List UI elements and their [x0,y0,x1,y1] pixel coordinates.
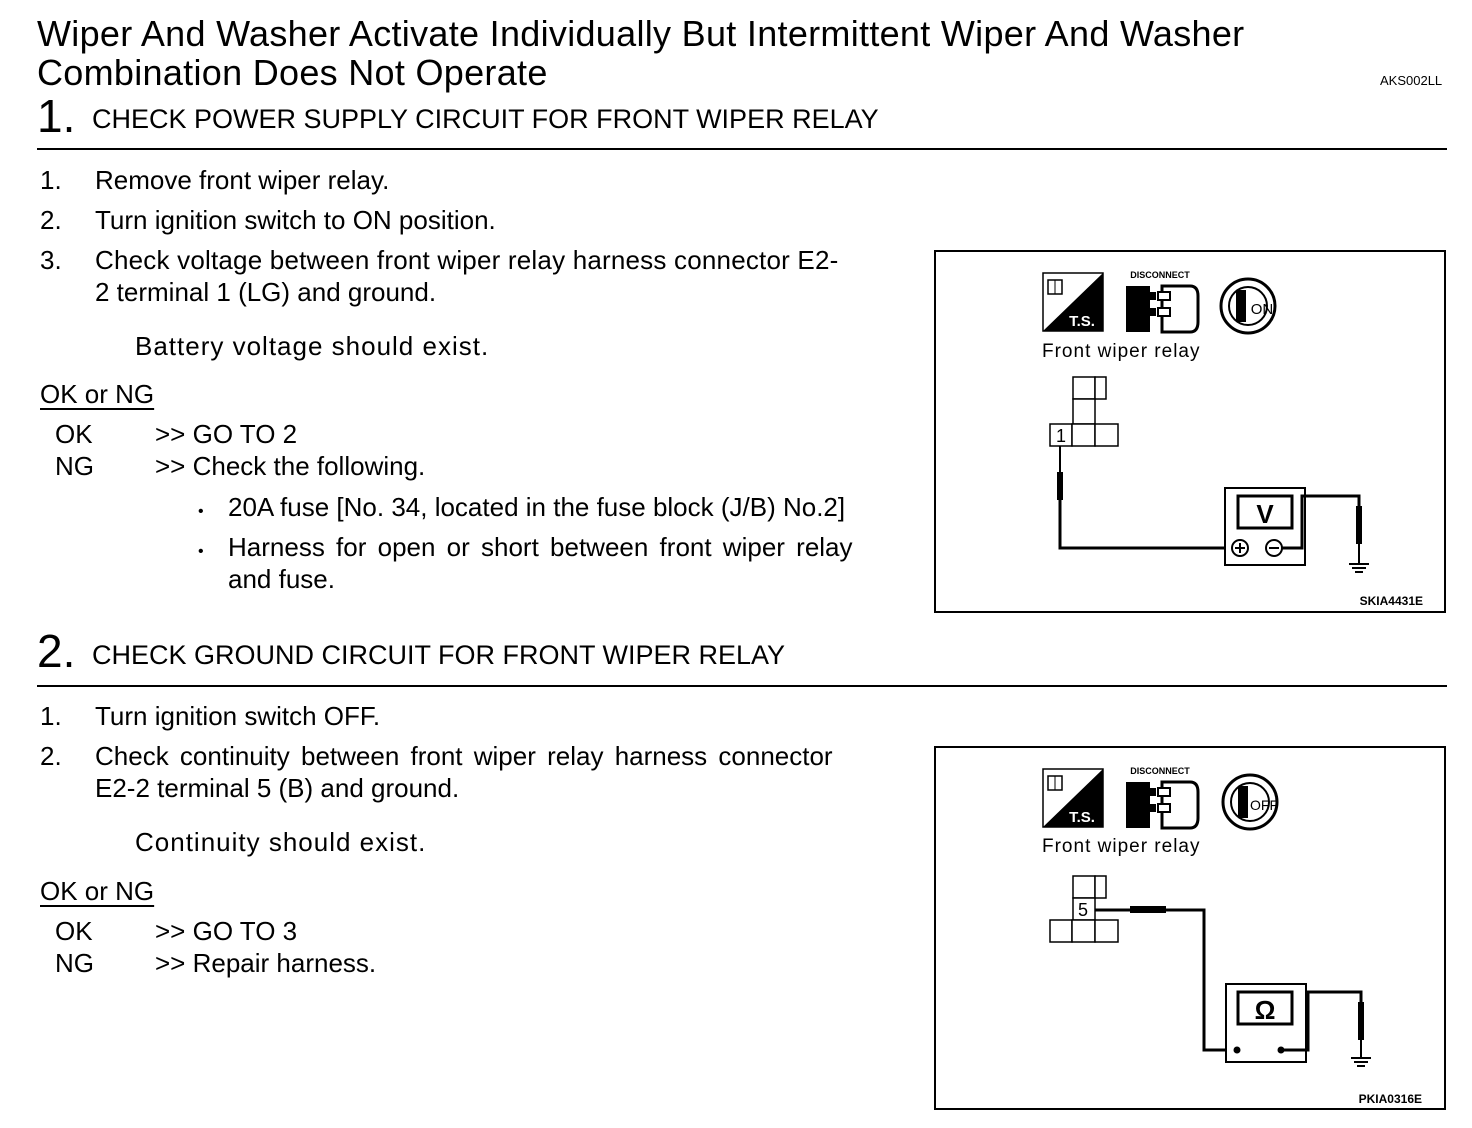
meter-symbol: V [1256,499,1274,529]
s1-ng-label: NG [55,451,94,481]
figure-code: SKIA4431E [1360,594,1423,608]
s2-spec: Continuity should exist. [135,827,427,857]
disconnect-icon: DISCONNECT [1126,766,1200,830]
s2-step-2-text-line1: Check continuity between front wiper rel… [95,741,833,771]
s1-step-3-text-line1: Check voltage between front wiper relay … [95,245,839,275]
s1-spec: Battery voltage should exist. [135,331,490,361]
s2-ok-label: OK [55,916,93,946]
s2-step-2-num: 2. [40,741,62,771]
s2-ok-action: >> GO TO 3 [155,916,298,946]
figure-code: PKIA0316E [1359,1092,1422,1106]
disconnect-label: DISCONNECT [1130,270,1190,280]
disconnect-icon: DISCONNECT [1126,270,1200,334]
s2-step-1-num: 1. [40,701,62,731]
component-label: Front wiper relay [1042,836,1201,857]
s1-step-1-text: Remove front wiper relay. [95,165,390,195]
doc-code: AKS002LL [1380,73,1443,88]
disconnect-label: DISCONNECT [1130,766,1190,776]
s1-step-2-text: Turn ignition switch to ON position. [95,205,496,235]
s1-bullet-1-text: 20A fuse [No. 34, located in the fuse bl… [228,492,846,522]
ts-label: T.S. [1069,313,1095,330]
s2-ok-ng-label: OK or NG [40,876,155,906]
bullet-dot: • [198,543,204,560]
s2-ng-action: >> Repair harness. [155,948,377,978]
s1-ng-action: >> Check the following. [155,451,426,481]
ignition-key-on-icon: ON [1219,277,1277,335]
section-2-divider [37,685,1447,687]
s2-step-2-text-line2: E2-2 terminal 5 (B) and ground. [95,773,460,803]
s2-ng-label: NG [55,948,94,978]
s1-bullet-2-text-line2: and fuse. [228,564,335,594]
ground-icon [1351,1040,1371,1067]
ignition-key-off-icon: OFF [1221,773,1279,831]
ts-icon: T.S. [1042,272,1104,332]
s1-ok-label: OK [55,419,93,449]
ground-icon [1349,544,1369,573]
figure-continuity-check: T.S. DISCONNECT OFF Front wiper relay 5 [934,746,1446,1110]
voltmeter-icon: V [1224,487,1306,566]
key-label: OFF [1250,797,1278,813]
section-2-title: CHECK GROUND CIRCUIT FOR FRONT WIPER REL… [92,640,786,670]
section-1-number: 1. [37,90,76,142]
s1-bullet-2-text-line1: Harness for open or short between front … [228,532,853,562]
section-2-number: 2. [37,625,76,677]
s2-step-1-text: Turn ignition switch OFF. [95,701,381,731]
s1-step-3-num: 3. [40,245,62,275]
page-title-line2: Combination Does Not Operate [37,52,548,93]
section-1-title: CHECK POWER SUPPLY CIRCUIT FOR FRONT WIP… [92,104,879,134]
s1-step-3-text-line2: 2 terminal 1 (LG) and ground. [95,277,437,307]
section-1-divider [37,148,1447,150]
s1-ok-ng-label: OK or NG [40,379,155,409]
s1-step-2-num: 2. [40,205,62,235]
page-title-line1: Wiper And Washer Activate Individually B… [37,13,1245,54]
s1-step-1-num: 1. [40,165,62,195]
s1-ok-action: >> GO TO 2 [155,419,298,449]
terminal-number: 1 [1056,426,1066,446]
meter-symbol: Ω [1255,995,1276,1025]
terminal-number: 5 [1078,900,1088,920]
ts-label: T.S. [1069,809,1095,826]
key-label: ON [1251,301,1274,318]
ts-icon: T.S. [1042,768,1104,828]
component-label: Front wiper relay [1042,341,1201,362]
bullet-dot: • [198,503,204,520]
relay-connector [1049,875,1119,943]
figure-voltage-check: T.S. DISCONNECT ON Front wiper relay 1 [934,250,1446,613]
